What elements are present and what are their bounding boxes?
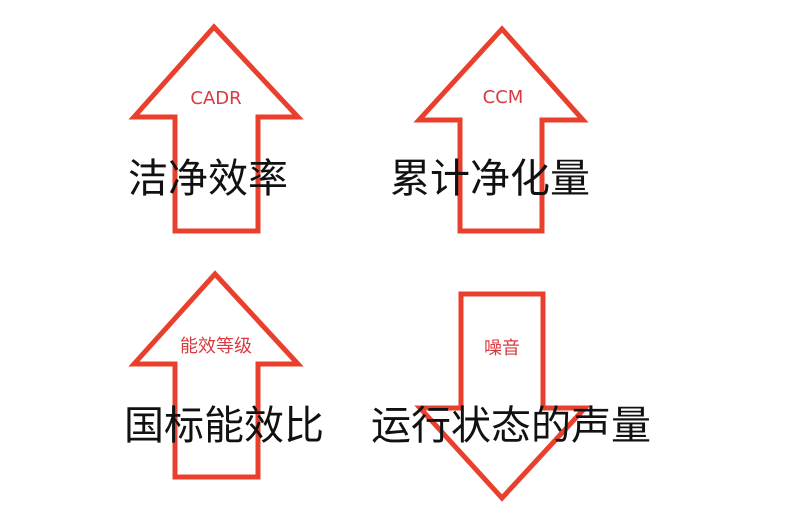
arrow-caption-noise: 运行状态的声量 [371,403,651,449]
arrow-group-cadr: CADR 洁净效率 [128,23,304,234]
arrow-group-energy-grade: 能效等级 国标能效比 [124,270,324,480]
arrow-label-ccm: CCM [483,87,524,108]
arrow-label-cadr: CADR [190,88,241,109]
arrow-label-noise: 噪音 [484,338,520,359]
arrow-label-energy-grade: 能效等级 [180,336,252,357]
arrow-caption-cadr: 洁净效率 [128,156,288,202]
up-arrow-energy-grade [128,270,304,480]
up-arrow-cadr [128,23,304,234]
arrow-caption-ccm: 累计净化量 [390,156,590,202]
up-arrow-ccm [413,25,589,234]
arrow-group-noise: 噪音 运行状态的声量 [371,291,651,502]
down-arrow-noise [414,291,591,502]
arrow-caption-energy-grade: 国标能效比 [124,403,324,449]
arrow-group-ccm: CCM 累计净化量 [390,25,590,234]
